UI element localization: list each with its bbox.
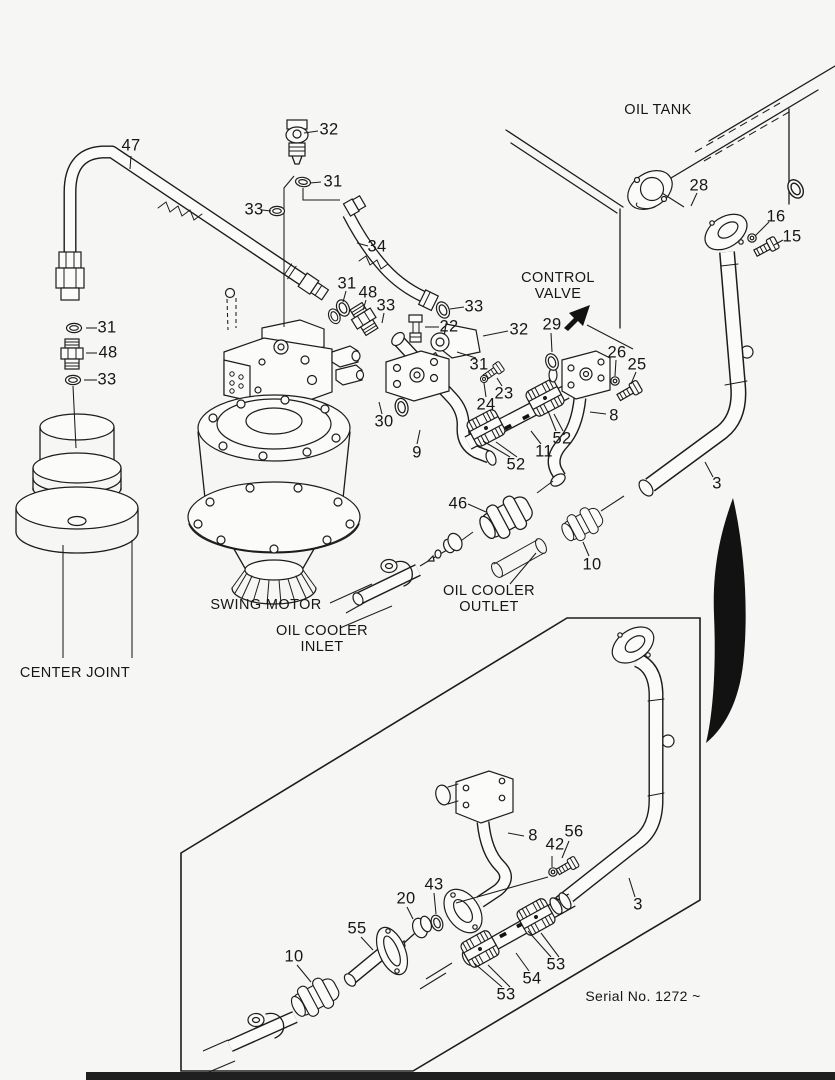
- part-callout-33: 33: [244, 200, 264, 219]
- part-callout-31: 31: [337, 274, 357, 293]
- hose-34-end-fitting: [417, 289, 440, 312]
- tank-flange: [627, 170, 673, 210]
- oil-cooler-outlet-ghost: [491, 538, 547, 578]
- bottom-left-pipe-inset: [202, 1011, 298, 1073]
- part-callout-33: 33: [376, 296, 396, 315]
- hose-54: [419, 892, 576, 990]
- part-callout-32: 32: [509, 320, 529, 339]
- oil-tank-outline: [505, 65, 835, 329]
- part-callout-42: 42: [545, 835, 565, 854]
- bottom-edge-bar: [86, 1072, 835, 1080]
- part-callout-33: 33: [97, 370, 117, 389]
- fitting-column-left: [60, 322, 84, 449]
- part-callout-52: 52: [552, 429, 572, 448]
- part-callout-26: 26: [607, 343, 627, 362]
- part-callout-15: 15: [782, 227, 802, 246]
- fitting-32-top: [268, 119, 340, 327]
- part-callout-8: 8: [528, 826, 538, 845]
- part-callout-8: 8: [609, 406, 619, 425]
- leader-lines: [84, 130, 784, 988]
- swing-motor-assembly: [187, 287, 365, 605]
- pipe-8-assembly: [542, 350, 644, 487]
- pipe-3-flange: [704, 213, 748, 251]
- part-callout-33: 33: [464, 297, 484, 316]
- flange-bolt-circle: [193, 483, 355, 554]
- area-label-serial-note: Serial No. 1272 ~: [585, 988, 701, 1005]
- area-label-oil-tank: OIL TANK: [624, 101, 692, 118]
- pipe-3-inset: [549, 626, 675, 915]
- part-callout-31: 31: [323, 172, 343, 191]
- part-callout-11: 11: [535, 442, 553, 461]
- area-label-swing-motor: SWING MOTOR: [210, 596, 322, 613]
- part-callout-31: 31: [97, 318, 117, 337]
- part-callout-3: 3: [633, 895, 643, 914]
- pipe-3-main: [638, 176, 808, 497]
- part-callout-53: 53: [546, 955, 566, 974]
- part-callout-20: 20: [396, 889, 416, 908]
- part-callout-31: 31: [469, 355, 489, 374]
- hose-47-end-fitting: [283, 263, 330, 301]
- part-callout-9: 9: [412, 443, 422, 462]
- detail-arrow: [706, 498, 746, 743]
- hose-11: [464, 377, 570, 450]
- part-callout-52: 52: [506, 455, 526, 474]
- area-label-center-joint: CENTER JOINT: [19, 664, 131, 681]
- oil-cooler-inlet-stub: [329, 532, 463, 629]
- part-callout-47: 47: [121, 136, 141, 155]
- center-joint: [15, 413, 139, 658]
- part-callout-10: 10: [284, 947, 304, 966]
- parts-20-43-inset: [395, 914, 444, 950]
- part-callout-48: 48: [358, 283, 378, 302]
- valve-block-8-inset: [435, 770, 581, 934]
- part-callout-48: 48: [98, 343, 118, 362]
- part-callout-56: 56: [564, 822, 584, 841]
- part-callout-24: 24: [476, 395, 496, 414]
- part-callout-53: 53: [496, 985, 516, 1004]
- control-valve-arrow: [564, 305, 634, 350]
- hose-34-top-fitting: [342, 194, 367, 217]
- part-callout-10: 10: [582, 555, 602, 574]
- cooler-couplings: [329, 480, 625, 629]
- area-label-oil-cooler-outlet: OIL COOLER OUTLET: [442, 582, 536, 615]
- part-callout-29: 29: [542, 315, 562, 334]
- part-callout-25: 25: [627, 355, 647, 374]
- part-callout-30: 30: [374, 412, 394, 431]
- inset-panel: [180, 617, 701, 1073]
- part-callout-32: 32: [319, 120, 339, 139]
- part-callout-54: 54: [522, 969, 542, 988]
- area-label-oil-cooler-inlet: OIL COOLER INLET: [275, 622, 369, 655]
- part-callout-46: 46: [448, 494, 468, 513]
- plug-22: [408, 314, 423, 343]
- part-callout-3: 3: [712, 474, 722, 493]
- part-callout-16: 16: [766, 207, 786, 226]
- flanged-tube-55-inset: [343, 926, 409, 987]
- part-callout-34: 34: [367, 237, 387, 256]
- part-callout-22: 22: [439, 317, 459, 336]
- part-callout-28: 28: [689, 176, 709, 195]
- hose-47: [55, 145, 330, 301]
- hose-34: [342, 194, 440, 312]
- spline-gear: [231, 569, 317, 605]
- part-callout-23: 23: [494, 384, 514, 403]
- part-callout-55: 55: [347, 919, 367, 938]
- part-callout-43: 43: [424, 875, 444, 894]
- area-label-control-valve: CONTROL VALVE: [521, 269, 595, 302]
- motor-bolt-circle: [208, 395, 341, 461]
